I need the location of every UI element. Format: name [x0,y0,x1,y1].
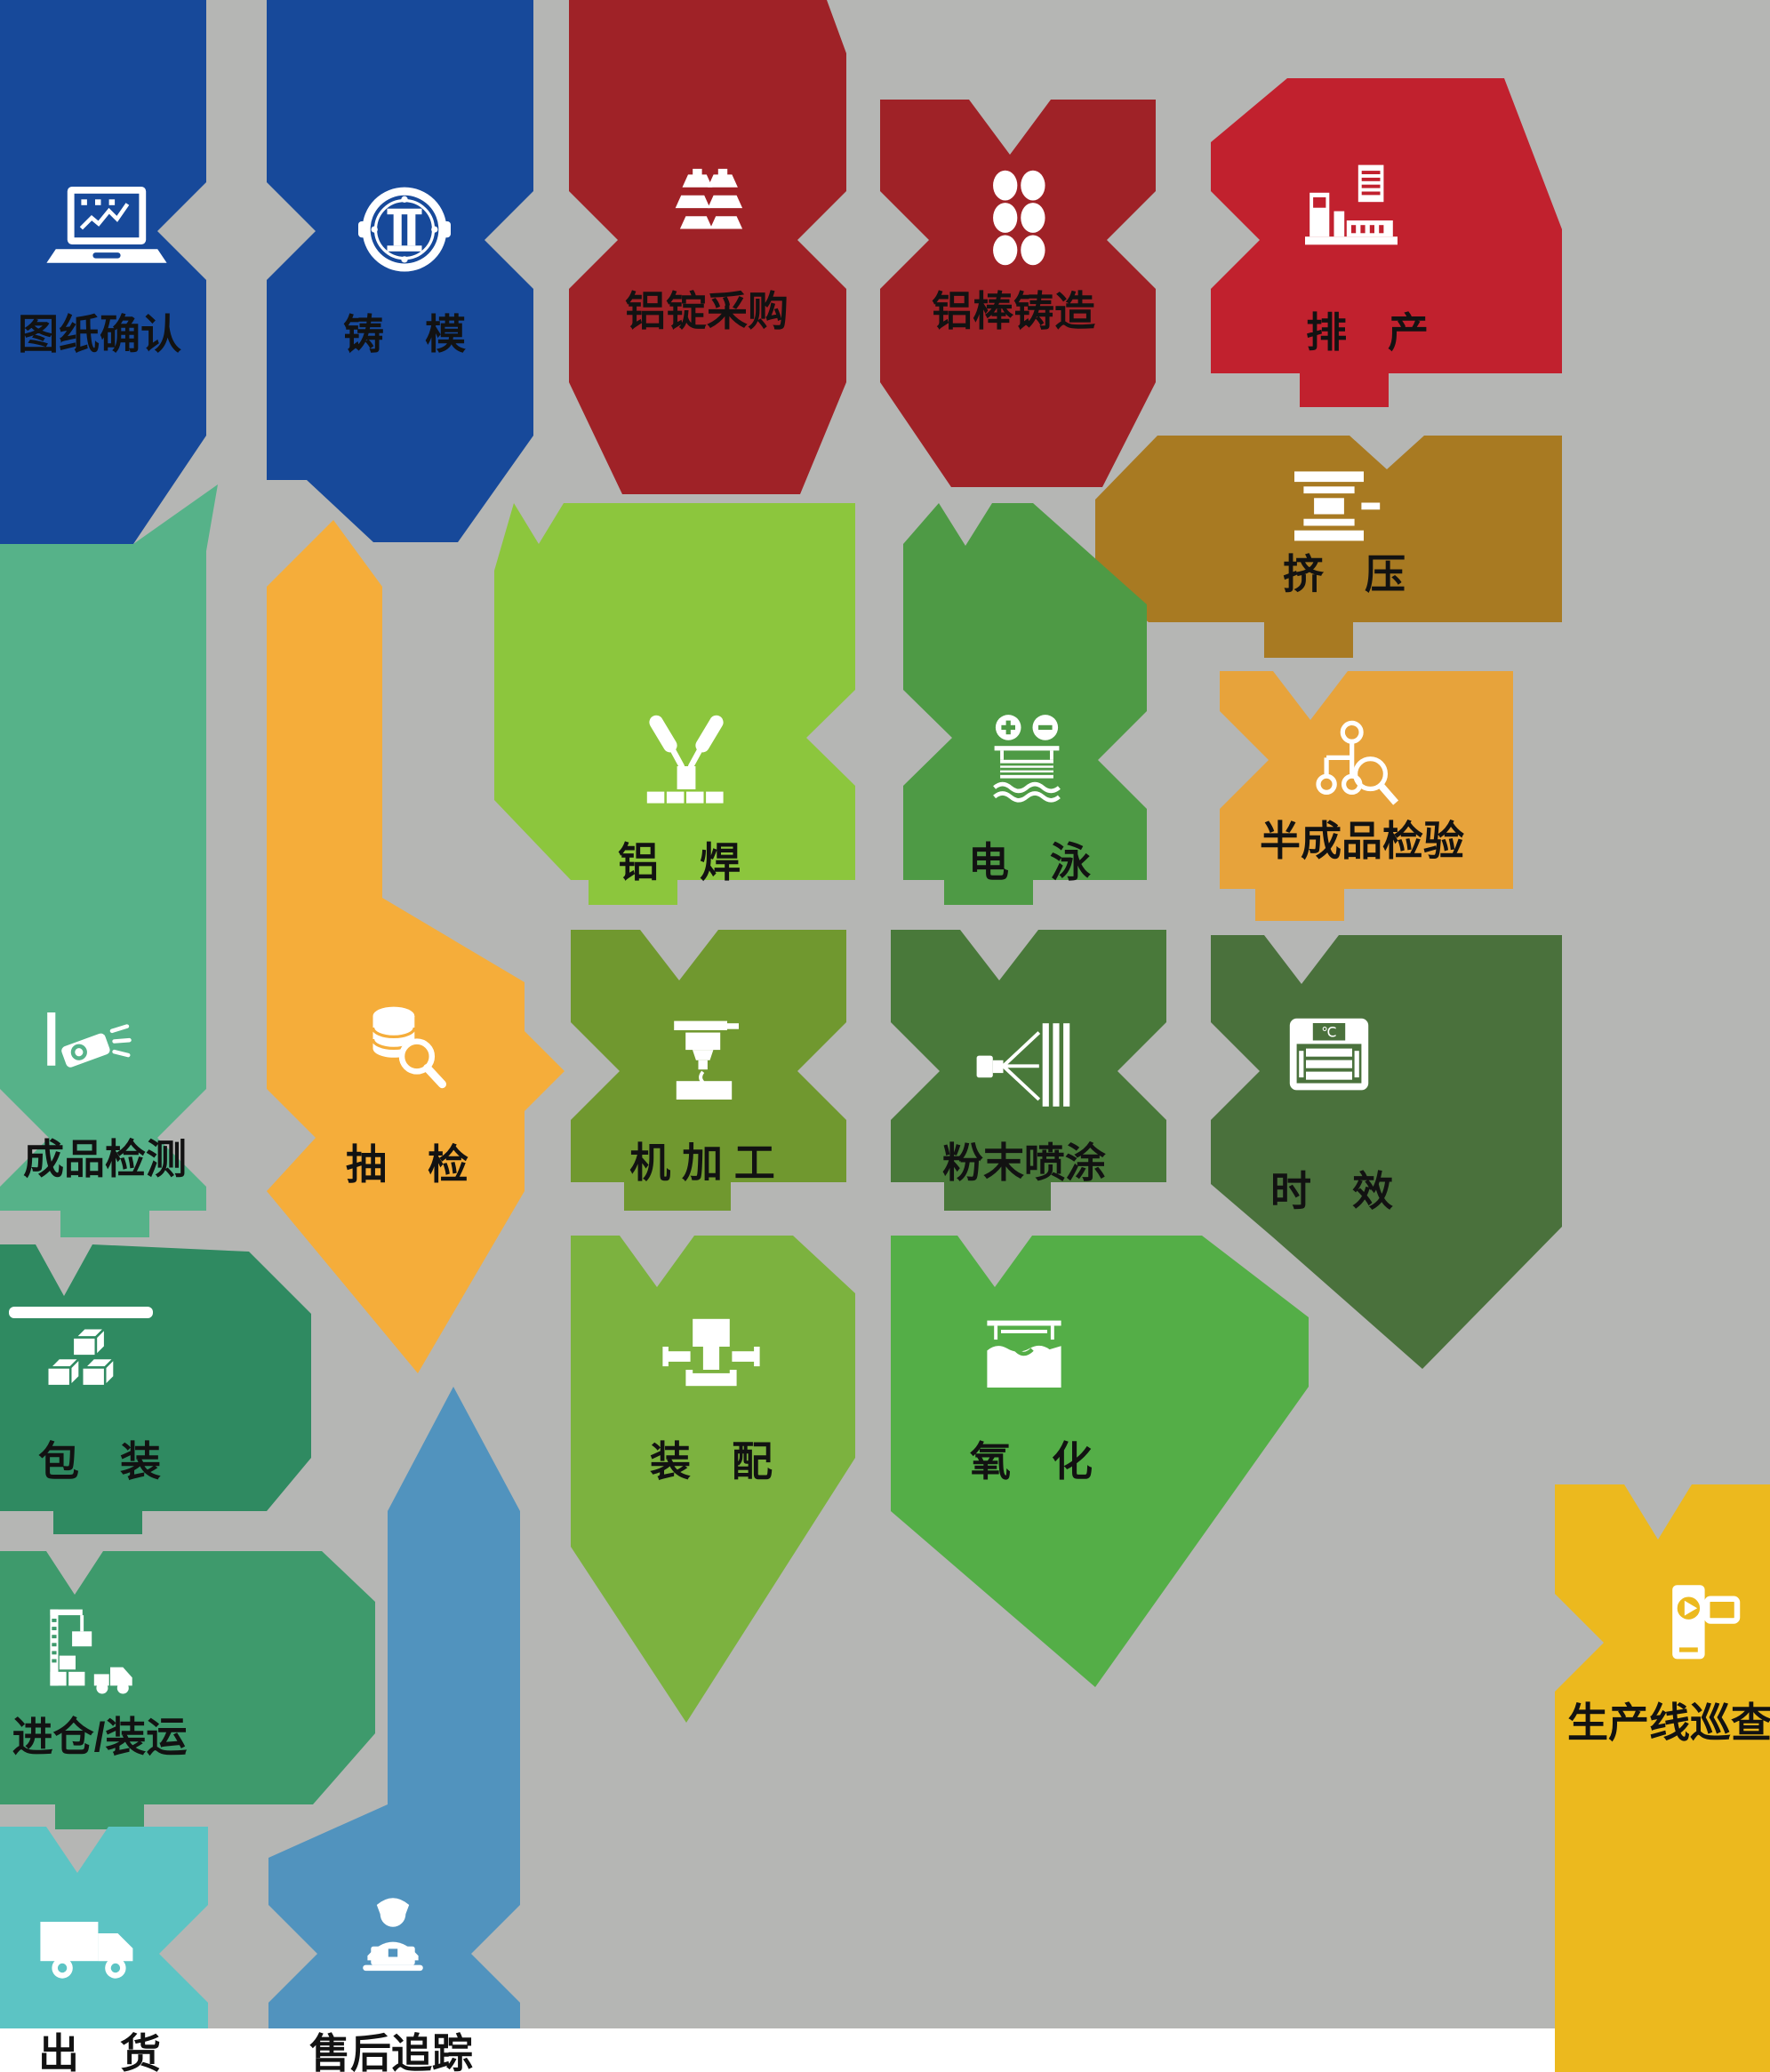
step-shape-tuzhi-queren [0,0,206,544]
ingot-stack-icon [675,168,743,229]
step-label-ji-ya: 挤 压 [1283,551,1406,597]
step-shape-lvding-caigou [569,0,846,494]
step-banchengpin-jianyan: 半成品检验 [1220,671,1513,921]
step-label-shengchanxian-xuncha: 生产线巡查 [1567,1700,1770,1746]
step-label-chou-jian: 抽 检 [346,1141,469,1188]
step-shape-lv-han [494,503,855,905]
billet-icon [993,170,1045,266]
step-shape-shouhou-zhuizong [268,1387,520,2028]
step-shape-ji-jia-gong [571,930,846,1211]
truck-icon [40,1922,133,1979]
step-yang-hua: 氧 化 [891,1236,1309,1687]
step-label-tuzhi-queren: 图纸确认 [18,311,181,357]
step-label-yang-hua: 氧 化 [970,1438,1093,1484]
step-label-fenmo-pentu: 粉末喷涂 [942,1140,1106,1186]
step-label-lvding-caigou: 铝锭采购 [625,288,789,334]
step-lvbang-zhuzao: 铝棒铸造 [880,100,1156,487]
step-zhu-mo: 铸 模 [267,0,533,542]
press-icon [1294,471,1381,541]
step-label-chengpin-jiance: 成品检测 [23,1136,187,1182]
step-shengchanxian-xuncha: 生产线巡查 [1555,1484,1770,2072]
step-shape-shengchanxian-xuncha [1555,1484,1770,2072]
step-dian-yong: 电 泳 [903,503,1147,905]
spray-icon [976,1023,1070,1107]
step-shape-jincang-zhuangyun [0,1551,375,1829]
sampling-icon [371,1006,447,1089]
step-shape-lvbang-zhuzao [880,100,1156,487]
factory-icon [1305,164,1398,245]
step-ji-jia-gong: 机 加 工 [571,930,846,1211]
step-shape-zhuang-pei [571,1236,855,1723]
step-label-shi-xiao: 时 效 [1270,1168,1393,1214]
detect-icon [47,1012,132,1068]
step-label-ji-jia-gong: 机 加 工 [629,1140,775,1186]
boxes-icon [45,1325,117,1389]
step-shape-banchengpin-jianyan [1220,671,1513,921]
step-label-dian-yong: 电 泳 [968,839,1091,885]
step-label-lvbang-zhuzao: 铝棒铸造 [932,288,1095,334]
step-fenmo-pentu: 粉末喷涂 [891,930,1166,1211]
step-label-banchengpin-jianyan: 半成品检验 [1260,818,1464,864]
step-label-lv-han: 铝 焊 [618,839,741,885]
divider-dash [9,1307,153,1318]
step-pai-chan: 排 产 [1211,78,1562,407]
agent-icon [363,1898,423,1972]
step-label-jincang-zhuangyun: 进仓/装运 [12,1714,188,1760]
step-chu-huo: 出 货 [0,1827,208,2072]
step-shape-chu-huo [0,1827,208,2028]
step-label-shouhou-zhuizong: 售后追踪 [309,2030,473,2072]
step-chou-jian: 抽 检 [267,520,565,1373]
step-label-zhu-mo: 铸 模 [343,311,466,357]
cnc-icon [674,1020,739,1100]
step-shape-dian-yong [903,503,1147,905]
step-ji-ya: 挤 压 [1095,436,1562,658]
step-chengpin-jiance: 成品检测 [0,484,218,1237]
bottom-white-strip [0,2028,1770,2072]
electro-icon [993,715,1061,803]
oxide-tank-icon [987,1320,1061,1388]
step-shouhou-zhuizong: 售后追踪 [268,1387,520,2072]
step-zhuang-pei: 装 配 [571,1236,855,1723]
crane-truck-icon [50,1609,132,1694]
mold-icon [358,187,451,272]
clamp-icon [662,1318,760,1387]
step-lv-han: 铝 焊 [494,503,855,905]
step-shape-ji-ya [1095,436,1562,658]
step-shape-fenmo-pentu [891,930,1166,1211]
laptop-drawing-icon [46,187,167,263]
step-label-chu-huo: 出 货 [38,2030,161,2072]
step-tuzhi-queren: 图纸确认 [0,0,206,544]
step-shape-bao-zhuang [0,1244,311,1534]
svg-text:℃: ℃ [1321,1026,1337,1041]
semi-inspect-icon [1316,720,1399,805]
step-shape-chou-jian [267,520,565,1373]
step-lvding-caigou: 铝锭采购 [569,0,846,494]
step-bao-zhuang: 包 装 [0,1244,311,1534]
step-label-zhuang-pei: 装 配 [650,1438,773,1484]
step-label-pai-chan: 排 产 [1306,309,1429,356]
step-shi-xiao: ℃ 时 效 [1211,935,1562,1369]
aging-icon: ℃ [1289,1018,1369,1091]
step-jincang-zhuangyun: 进仓/装运 [0,1551,375,1829]
step-label-bao-zhuang: 包 装 [38,1438,161,1484]
welding-icon [646,715,724,804]
camcorder-icon [1672,1585,1741,1660]
